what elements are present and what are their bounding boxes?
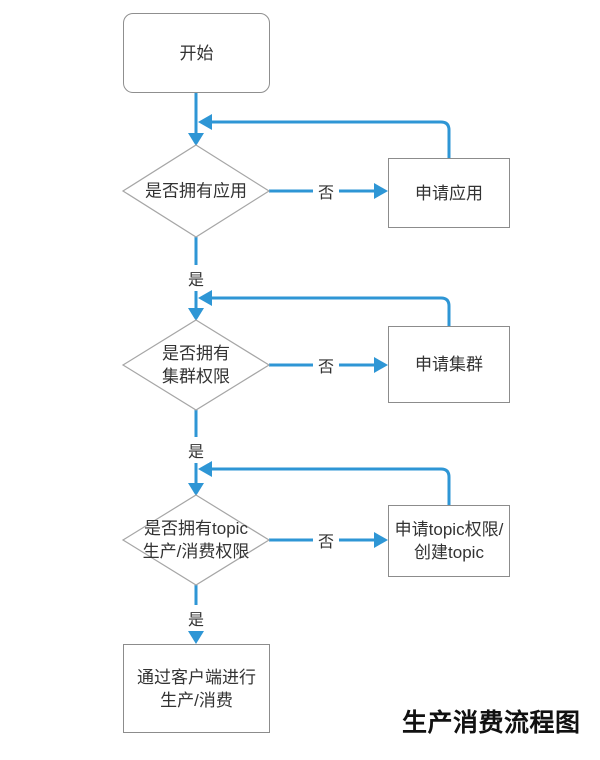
arrowhead-down-icon: [188, 483, 204, 496]
decision-own-app-shape: [121, 144, 271, 238]
decision-own-app-label: 是否拥有应用: [145, 181, 247, 201]
edge-loop-apply-topic: [198, 461, 451, 505]
start-node-label: 开始: [179, 43, 214, 63]
edge-label-yes-topic: 是: [182, 605, 210, 631]
arrowhead-left-icon: [198, 114, 212, 130]
edge-loop-apply-app: [198, 114, 451, 158]
arrowhead-down-icon: [188, 133, 204, 146]
arrowhead-right-icon: [374, 357, 388, 373]
decision-own-topic-perm-shape: [121, 494, 271, 586]
process-apply-app: 申请应用: [388, 158, 510, 228]
process-apply-app-label: 申请应用: [415, 183, 483, 203]
arrowhead-right-icon: [374, 532, 388, 548]
start-node: 开始: [123, 13, 270, 93]
edge-label-no-cluster: 否: [312, 352, 340, 378]
decision-own-cluster-perm-label: 是否拥有 集群权限: [162, 344, 230, 386]
edge-label-no-topic: 否: [312, 527, 340, 553]
end-node: 通过客户端进行 生产/消费: [123, 644, 270, 733]
edge-label-yes-cluster: 是: [182, 437, 210, 463]
arrowhead-left-icon: [198, 290, 212, 306]
arrowhead-right-icon: [374, 183, 388, 199]
arrowhead-left-icon: [198, 461, 212, 477]
arrowhead-down-icon: [188, 631, 204, 644]
edge-loop-apply-cluster: [198, 290, 451, 326]
diagram-title: 生产消费流程图: [402, 709, 581, 737]
decision-own-topic-perm-label: 是否拥有topic 生产/消费权限: [142, 519, 250, 561]
edge-label-yes-app: 是: [182, 265, 210, 291]
edge-label-no-app: 否: [312, 178, 340, 204]
process-apply-topic: 申请topic权限/ 创建topic: [388, 505, 510, 577]
process-apply-cluster-label: 申请集群: [415, 355, 483, 374]
arrowhead-down-icon: [188, 308, 204, 321]
process-apply-cluster: 申请集群: [388, 326, 510, 403]
decision-own-cluster-perm-shape: [121, 319, 271, 411]
edge-start-to-decision-app: [188, 93, 204, 146]
